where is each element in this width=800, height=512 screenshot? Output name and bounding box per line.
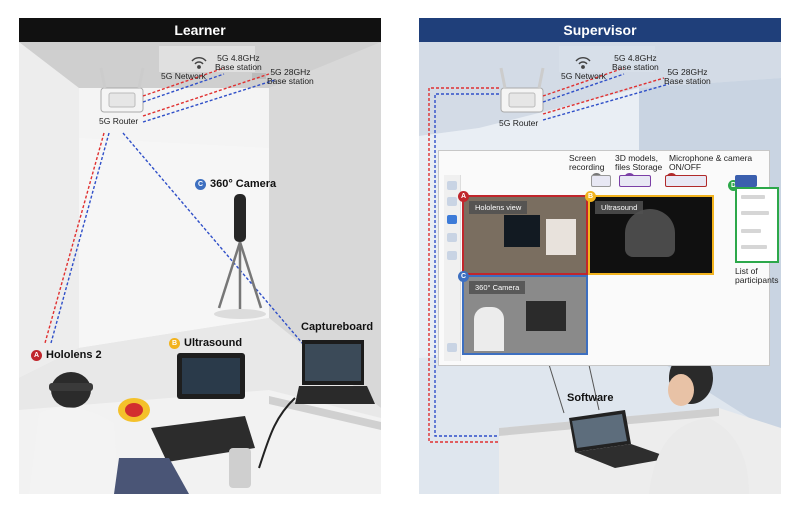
router-label: 5G Router: [99, 117, 138, 126]
camera-view-person: [474, 307, 504, 351]
hololens-view-label: Hololens view: [469, 201, 527, 214]
software-sidebar: [444, 175, 461, 361]
ultrasound-label: Ultrasound: [184, 337, 242, 349]
camera-label: 360° Camera: [210, 178, 276, 190]
hololens-monitor: [504, 215, 540, 247]
base-station-28-label: 5G 28GHz Base station: [664, 68, 711, 86]
router-label: 5G Router: [499, 119, 538, 128]
participant-row[interactable]: [741, 211, 769, 215]
participants-list: [735, 187, 779, 263]
message-icon[interactable]: [447, 251, 457, 260]
camera-badge: C: [195, 179, 206, 190]
list-icon[interactable]: [447, 197, 457, 206]
participants-annotation: List of participants: [735, 267, 778, 285]
ultrasound-view-label: Ultrasound: [595, 201, 643, 214]
participant-row[interactable]: [741, 229, 761, 233]
base-station-48-label: 5G 4.8GHz Base station: [612, 54, 659, 72]
home-icon[interactable]: [447, 181, 457, 190]
hololens-callout: A Hololens 2: [31, 349, 102, 361]
shape-icon[interactable]: [447, 233, 457, 242]
software-label: Software: [567, 392, 613, 404]
learner-scene: [19, 18, 381, 494]
participant-row[interactable]: [741, 245, 767, 249]
ultrasound-callout: B Ultrasound: [169, 337, 242, 349]
camera-view-label: 360° Camera: [469, 281, 525, 294]
camera-view-machine: [526, 301, 566, 331]
hololens-label: Hololens 2: [46, 349, 102, 361]
ultrasound-badge: B: [169, 338, 180, 349]
base-station-48-label: 5G 4.8GHz Base station: [215, 54, 262, 72]
camera-view[interactable]: 360° Camera: [462, 275, 588, 355]
ultrasound-view[interactable]: Ultrasound: [588, 195, 714, 275]
hololens-view[interactable]: Hololens view: [462, 195, 588, 275]
header-action-button[interactable]: [735, 175, 757, 187]
chat-icon[interactable]: [447, 215, 457, 224]
mic-camera-toggle[interactable]: [665, 175, 707, 187]
hololens-poster: [546, 219, 576, 255]
base-station-28-label: 5G 28GHz Base station: [267, 68, 314, 86]
hololens-view-badge: A: [458, 191, 469, 202]
captureboard-laptop: [295, 340, 375, 404]
settings-icon[interactable]: [447, 343, 457, 352]
ultrasound-image: [625, 209, 675, 257]
network-label: 5G Network: [561, 72, 606, 81]
screen-recording-annotation: Screen recording: [569, 154, 604, 172]
storage-annotation: 3D models, files Storage: [615, 154, 662, 172]
software-window: Screen recording 3D models, files Storag…: [438, 150, 770, 366]
camera-callout: C 360° Camera: [195, 178, 276, 190]
participant-row[interactable]: [741, 195, 765, 199]
screen-recording-button[interactable]: [591, 175, 611, 187]
learner-panel: Learner: [19, 18, 381, 494]
camera-view-badge: C: [458, 271, 469, 282]
mic-camera-annotation: Microphone & camera ON/OFF: [669, 154, 752, 172]
hololens-badge: A: [31, 350, 42, 361]
network-label: 5G Network: [161, 72, 206, 81]
storage-button[interactable]: [619, 175, 651, 187]
supervisor-panel: Supervisor: [419, 18, 781, 494]
ultrasound-view-badge: B: [585, 191, 596, 202]
captureboard-label: Captureboard: [301, 321, 373, 333]
